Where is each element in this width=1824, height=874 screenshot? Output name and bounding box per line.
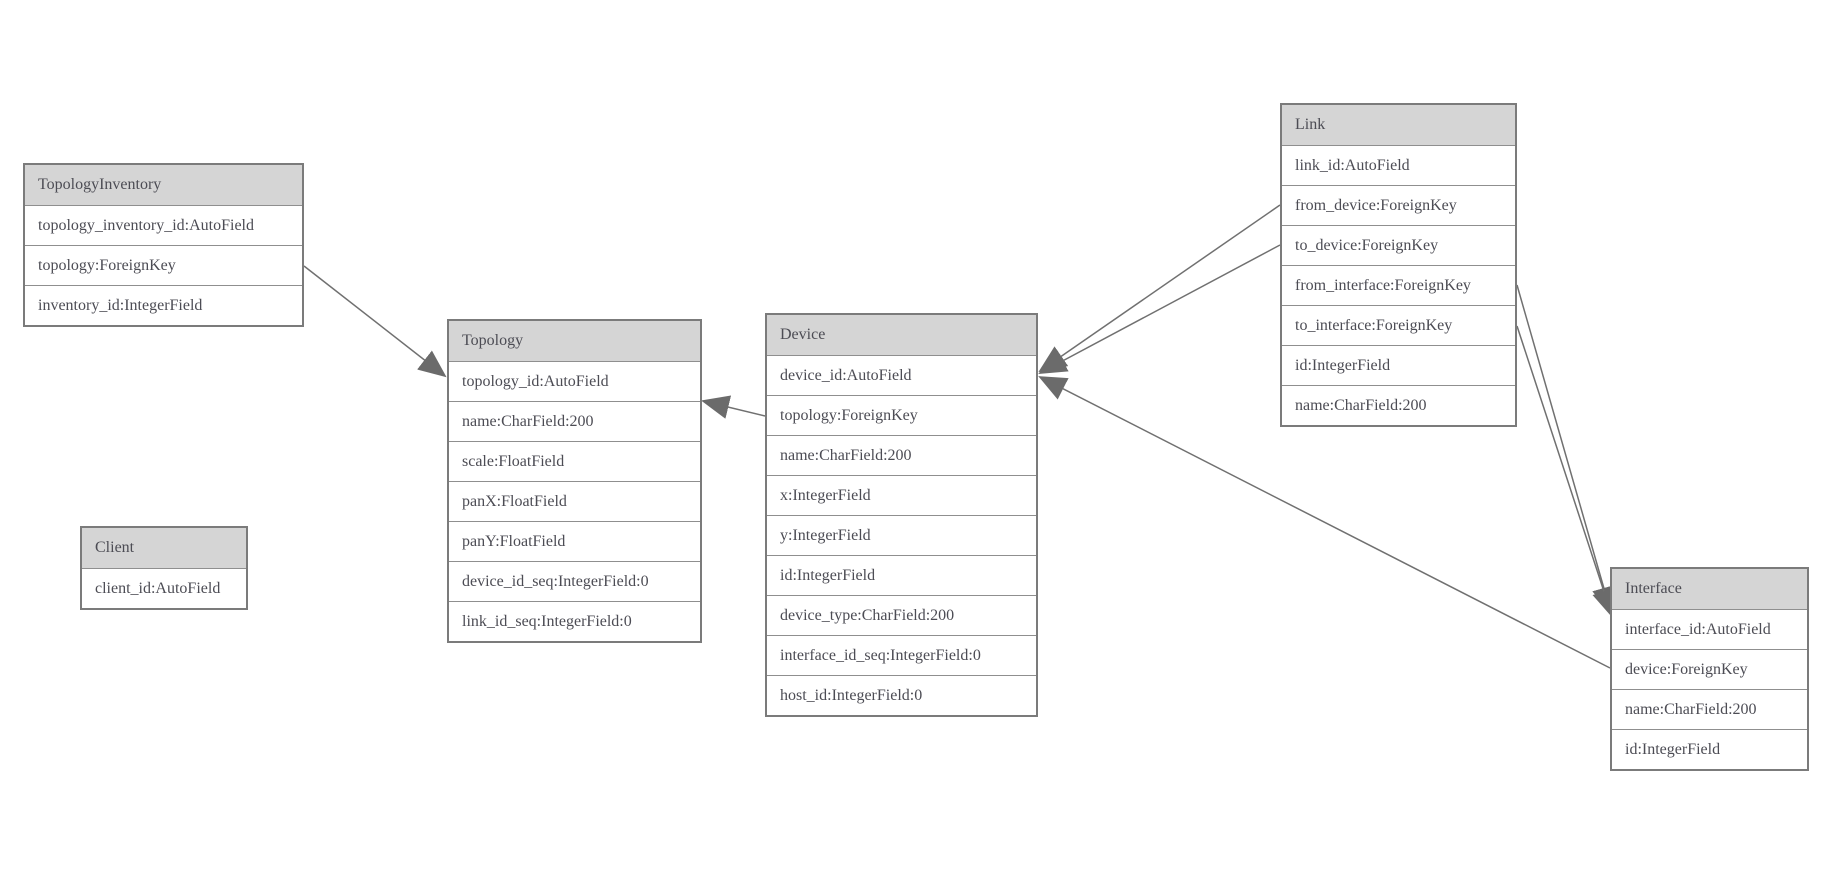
field-row: host_id:IntegerField:0 xyxy=(767,675,1036,715)
field-row: topology_inventory_id:AutoField xyxy=(25,205,302,245)
edge-link-todevice-device xyxy=(1038,244,1281,374)
edge-interface-device xyxy=(1038,376,1611,669)
field-row: y:IntegerField xyxy=(767,515,1036,555)
edge-link-fromdevice-device xyxy=(1038,204,1281,373)
field-row: from_interface:ForeignKey xyxy=(1282,265,1515,305)
table-topology-inventory-title: TopologyInventory xyxy=(25,165,302,205)
field-row: device_id:AutoField xyxy=(767,355,1036,395)
field-row: link_id:AutoField xyxy=(1282,145,1515,185)
edge-device-topology xyxy=(701,395,766,419)
field-row: to_device:ForeignKey xyxy=(1282,225,1515,265)
table-topology-title: Topology xyxy=(449,321,700,361)
edge-topologyinventory-topology xyxy=(303,265,447,378)
field-row: panY:FloatField xyxy=(449,521,700,561)
field-row: name:CharField:200 xyxy=(1612,689,1807,729)
field-row: topology:ForeignKey xyxy=(25,245,302,285)
field-row: interface_id_seq:IntegerField:0 xyxy=(767,635,1036,675)
table-interface-title: Interface xyxy=(1612,569,1807,609)
field-row: inventory_id:IntegerField xyxy=(25,285,302,325)
field-row: name:CharField:200 xyxy=(767,435,1036,475)
table-link-title: Link xyxy=(1282,105,1515,145)
table-client-title: Client xyxy=(82,528,246,568)
field-row: device_type:CharField:200 xyxy=(767,595,1036,635)
table-topology-inventory[interactable]: TopologyInventory topology_inventory_id:… xyxy=(23,163,304,327)
table-client[interactable]: Client client_id:AutoField xyxy=(80,526,248,610)
field-row: x:IntegerField xyxy=(767,475,1036,515)
field-row: topology:ForeignKey xyxy=(767,395,1036,435)
field-row: panX:FloatField xyxy=(449,481,700,521)
table-client-fields: client_id:AutoField xyxy=(82,568,246,608)
field-row: id:IntegerField xyxy=(1612,729,1807,769)
field-row: name:CharField:200 xyxy=(449,401,700,441)
field-row: client_id:AutoField xyxy=(82,568,246,608)
field-row: topology_id:AutoField xyxy=(449,361,700,401)
field-row: scale:FloatField xyxy=(449,441,700,481)
field-row: to_interface:ForeignKey xyxy=(1282,305,1515,345)
field-row: id:IntegerField xyxy=(1282,345,1515,385)
field-row: name:CharField:200 xyxy=(1282,385,1515,425)
field-row: device_id_seq:IntegerField:0 xyxy=(449,561,700,601)
table-device-title: Device xyxy=(767,315,1036,355)
field-row: device:ForeignKey xyxy=(1612,649,1807,689)
field-row: id:IntegerField xyxy=(767,555,1036,595)
field-row: interface_id:AutoField xyxy=(1612,609,1807,649)
edge-link-frominterface-interface xyxy=(1516,284,1616,615)
edge-link-tointerface-interface xyxy=(1516,325,1616,618)
field-row: from_device:ForeignKey xyxy=(1282,185,1515,225)
field-row: link_id_seq:IntegerField:0 xyxy=(449,601,700,641)
